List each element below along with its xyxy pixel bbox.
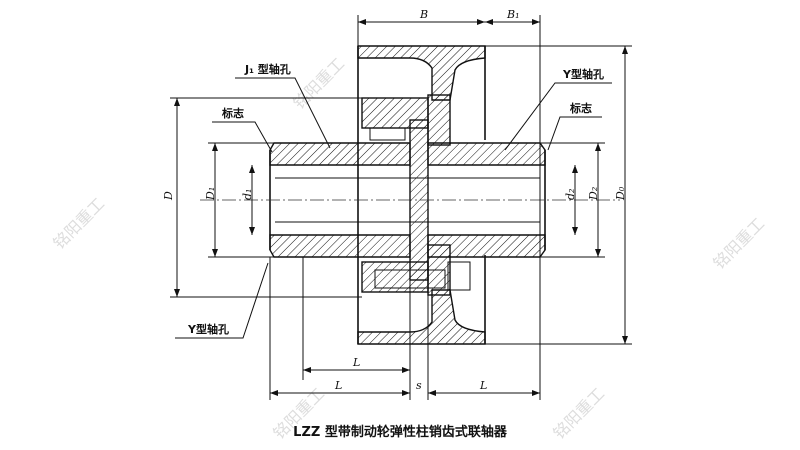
label-y-bore-right: Y型轴孔 [562, 67, 604, 81]
extension-lines [170, 15, 632, 400]
right-hub [409, 119, 546, 281]
svg-text:铭阳重工: 铭阳重工 [549, 384, 608, 443]
dim-L-left: L [334, 379, 342, 392]
dimension-lines [174, 19, 628, 396]
dim-L-inner: L [352, 356, 360, 369]
label-mark-right: 标志 [569, 101, 592, 115]
svg-text:铭阳重工: 铭阳重工 [49, 194, 108, 253]
drawing-title: LZZ 型带制动轮弹性柱销齿式联轴器 [293, 424, 508, 440]
left-hub [269, 142, 411, 258]
dim-s: s [416, 379, 422, 392]
dim-B1: B₁ [506, 8, 520, 21]
label-j1-bore: J₁ 型轴孔 [244, 62, 291, 76]
dim-D2: D₂ [587, 187, 600, 201]
label-y-bore-bottom: Y型轴孔 [187, 322, 229, 336]
dim-D1: D₁ [204, 187, 217, 201]
dim-L-right: L [479, 379, 487, 392]
dim-d2: d₂ [564, 189, 577, 200]
leader-lines [175, 77, 612, 339]
dim-B: B [419, 8, 428, 21]
dim-D0: D₀ [614, 186, 627, 201]
dim-D: D [162, 191, 175, 201]
label-mark-left: 标志 [221, 106, 244, 120]
svg-text:铭阳重工: 铭阳重工 [709, 214, 768, 273]
dim-d1: d₁ [241, 189, 254, 200]
